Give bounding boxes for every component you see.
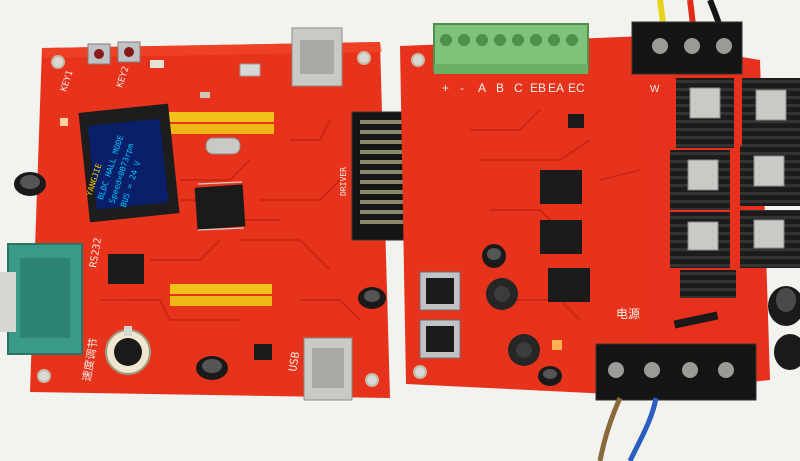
capacitor-r2 (538, 366, 562, 386)
terminal-label-ea: EA (548, 81, 564, 95)
terminal-label-minus: - (460, 81, 464, 95)
usb-top-connector (291, 27, 343, 87)
w-label: W (650, 84, 660, 95)
terminal-label-c: C (514, 81, 523, 95)
rs232-label: RS232 (88, 237, 104, 269)
header-pins-bottom (170, 284, 272, 306)
terminal-black-top (631, 21, 743, 75)
terminal-black-bottom (595, 343, 757, 401)
right-board: + - A B C EB EA EC (400, 23, 770, 396)
led-red (60, 118, 68, 126)
bottom-wires (597, 396, 659, 461)
power-label: 电源 (616, 307, 640, 321)
terminal-label-plus: + (442, 81, 449, 95)
terminal-label-eb: EB (530, 81, 546, 95)
driver-chip-3 (548, 268, 590, 302)
usb-label: USB (286, 350, 302, 372)
capacitor-bottom (196, 356, 228, 380)
driver-chip-1 (540, 170, 582, 204)
terminal-label-a: A (478, 81, 486, 95)
header-pins-top (168, 112, 274, 134)
inductor-1 (486, 278, 518, 310)
db9-connector (0, 243, 83, 355)
small-ic (568, 114, 584, 128)
left-board: KEY1 KEY2 YANGJIE BLDC HALL MODE Speed=0… (0, 27, 390, 401)
rs232-chip (108, 254, 144, 284)
terminal-label-b: B (496, 81, 504, 95)
capacitor-large-1 (768, 286, 800, 326)
inductor-2 (508, 334, 540, 366)
key2-button (117, 41, 141, 63)
usb-bottom-connector (303, 337, 353, 401)
driver-chip-2 (540, 220, 582, 254)
capacitor-large-2 (774, 334, 800, 370)
green-terminal-block (433, 23, 589, 74)
capacitor-right-left-board (358, 287, 386, 309)
mcu-chip (194, 181, 246, 231)
heatsink-array (670, 78, 800, 298)
capacitor-left (14, 172, 46, 196)
terminal-label-ec: EC (568, 81, 585, 95)
led-orange (552, 340, 562, 350)
terminal-labels: + - A B C EB EA EC (442, 81, 585, 95)
oled-display: YANGJIE BLDC HALL MODE Speed=0073rpm BUS… (78, 103, 180, 223)
key1-button (87, 43, 111, 65)
diode (673, 311, 719, 329)
crystal (205, 137, 241, 155)
driver-label: DRIVER (339, 167, 348, 196)
regulator (254, 344, 272, 360)
capacitor-r1 (482, 244, 506, 268)
speed-knob (105, 326, 151, 375)
